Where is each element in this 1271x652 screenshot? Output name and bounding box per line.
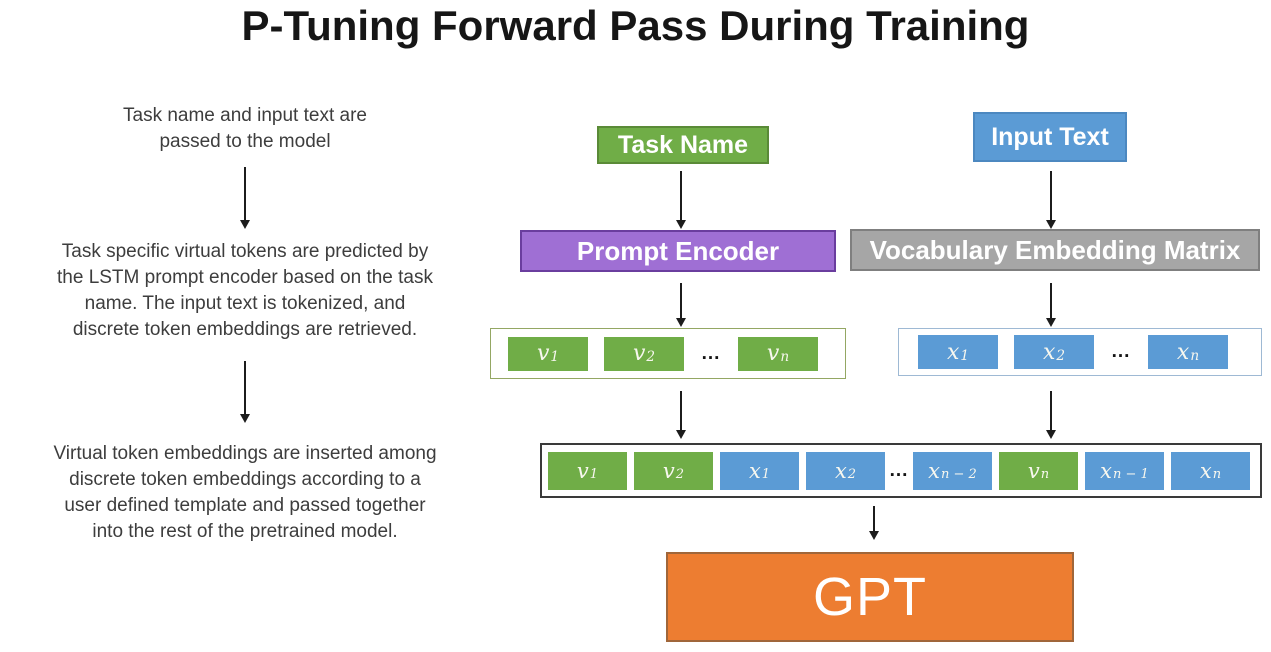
- diagram-title: P-Tuning Forward Pass During Training: [241, 2, 1030, 49]
- annotation-line: discrete token embeddings according to a: [69, 469, 421, 490]
- token-base: v: [766, 341, 780, 366]
- annotation-step-3: Virtual token embeddings are inserted am…: [8, 441, 482, 545]
- token-subscript: 1: [761, 466, 771, 482]
- token-base: v: [662, 458, 675, 483]
- token-subscript: 2: [646, 349, 656, 366]
- token-base: v: [576, 458, 589, 483]
- token-subscript: n − 2: [940, 466, 977, 482]
- ellipsis-dots: ...: [701, 342, 721, 364]
- token-base: v: [1027, 458, 1040, 483]
- ellipsis-dots: ...: [1111, 341, 1131, 362]
- annotation-line: passed to the model: [159, 131, 331, 152]
- token-base: x: [834, 458, 847, 483]
- input-text-box: Input Text: [973, 112, 1127, 162]
- token-base: v: [536, 341, 550, 366]
- token-subscript: n: [780, 349, 790, 366]
- token-subscript: n − 1: [1112, 466, 1149, 482]
- down-arrow-icon: [1046, 391, 1056, 439]
- annotation-line: name. The input text is tokenized, and: [84, 293, 406, 314]
- annotation-step-2: Task specific virtual tokens are predict…: [8, 239, 482, 343]
- token-subscript: n: [1040, 466, 1050, 482]
- token-base: x: [946, 339, 960, 365]
- token-base: x: [928, 458, 940, 483]
- token-subscript: 2: [847, 466, 857, 482]
- prompt-encoder-box: Prompt Encoder: [520, 230, 836, 272]
- token-base: x: [1176, 339, 1190, 365]
- token-subscript: n: [1212, 466, 1222, 482]
- token-subscript: 1: [589, 466, 599, 482]
- annotation-step-1: Task name and input text are passed to t…: [8, 103, 482, 155]
- annotation-line: into the rest of the pretrained model.: [92, 521, 398, 542]
- ellipsis-dots: ...: [889, 459, 909, 481]
- token-base: v: [632, 341, 646, 366]
- token-base: x: [748, 458, 761, 483]
- token-subscript: 1: [960, 347, 970, 364]
- task-name-box: Task Name: [597, 126, 769, 164]
- token-subscript: 1: [550, 349, 560, 366]
- token-base: x: [1199, 458, 1212, 483]
- down-arrow-icon: [869, 506, 879, 540]
- down-arrow-icon: [240, 167, 250, 229]
- token-base: x: [1100, 458, 1112, 483]
- down-arrow-icon: [1046, 283, 1056, 327]
- token-base: x: [1042, 339, 1056, 365]
- annotation-line: Task name and input text are: [123, 105, 367, 126]
- gpt-box: GPT: [666, 552, 1074, 642]
- down-arrow-icon: [676, 283, 686, 327]
- annotation-line: the LSTM prompt encoder based on the tas…: [57, 267, 433, 288]
- down-arrow-icon: [240, 361, 250, 423]
- token-subscript: 2: [675, 466, 685, 482]
- annotation-line: discrete token embeddings are retrieved.: [72, 319, 418, 340]
- annotation-line: user defined template and passed togethe…: [64, 495, 426, 516]
- annotation-line: Task specific virtual tokens are predict…: [61, 241, 429, 262]
- down-arrow-icon: [676, 391, 686, 439]
- token-subscript: n: [1190, 347, 1200, 364]
- down-arrow-icon: [676, 171, 686, 229]
- token-subscript: 2: [1056, 347, 1066, 364]
- vocabulary-embedding-matrix-box: Vocabulary Embedding Matrix: [850, 229, 1260, 271]
- annotation-line: Virtual token embeddings are inserted am…: [53, 443, 437, 464]
- down-arrow-icon: [1046, 171, 1056, 229]
